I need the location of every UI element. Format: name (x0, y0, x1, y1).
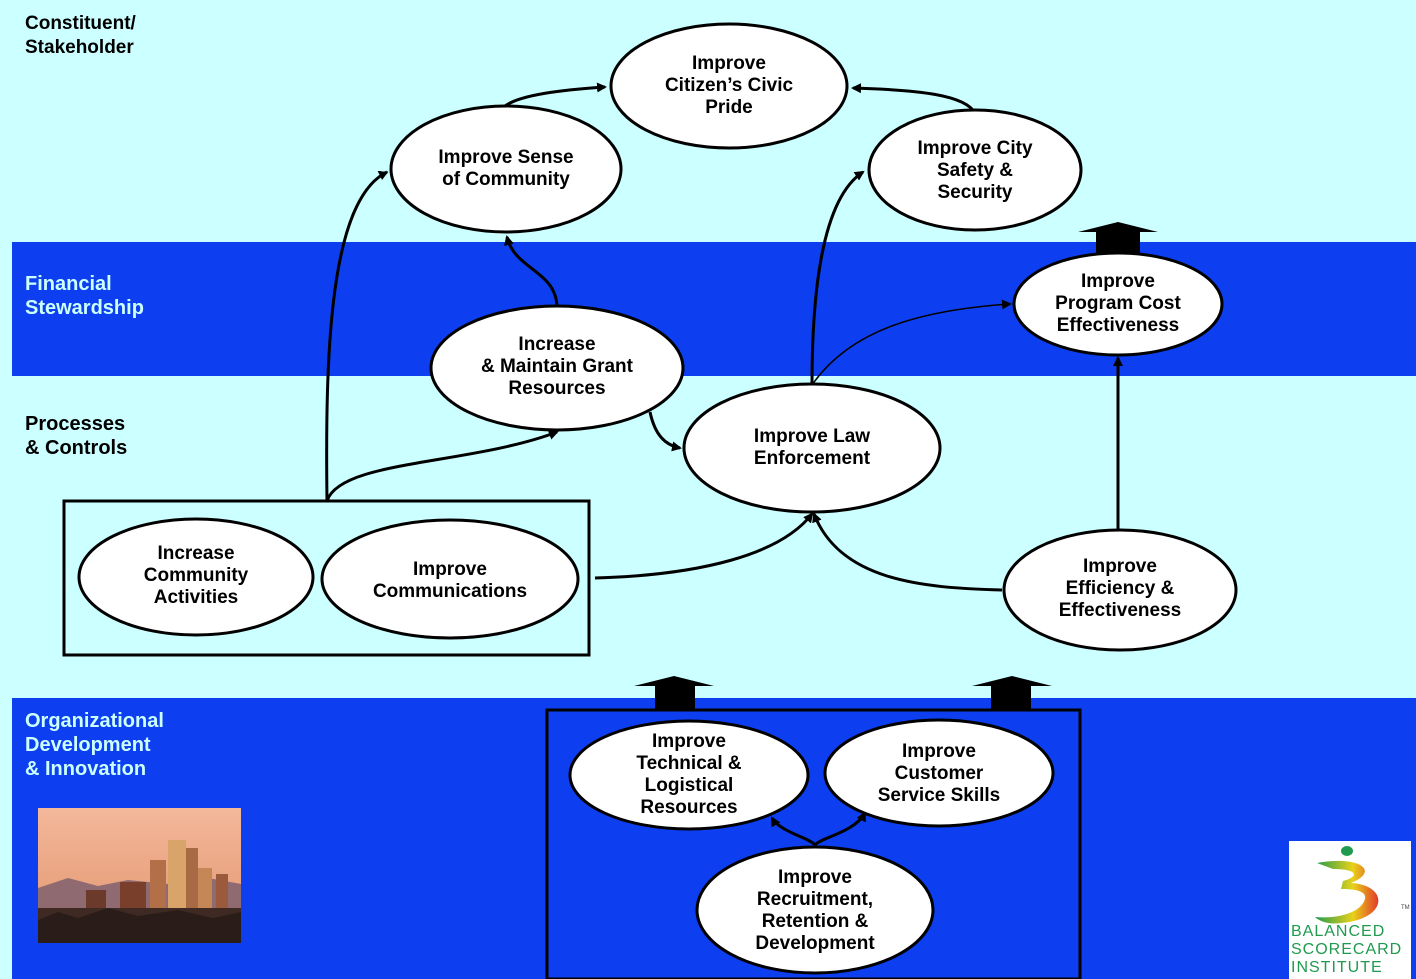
logo-text: BALANCED SCORECARD INSTITUTE (1291, 923, 1403, 976)
block-arrow-technical (634, 676, 714, 710)
ellipse-program-cost (1012, 251, 1224, 357)
ellipse-customer-service (823, 718, 1055, 828)
node-program-cost: Improve Program Cost Effectiveness (1055, 271, 1181, 336)
node-recruitment: Improve Recruitment, Retention & Develop… (755, 867, 875, 954)
ellipse-sense-of-community (389, 104, 623, 234)
ellipse-grant-resources (429, 304, 685, 432)
node-city-safety: Improve City Safety & Security (917, 138, 1033, 203)
arrow-efficiency-to-law (812, 512, 1003, 592)
logo-swoosh-icon (1315, 846, 1379, 924)
ellipse-community-activities (77, 517, 315, 637)
ellipse-communications (320, 518, 580, 640)
node-customer-service: Improve Customer Service Skills (877, 741, 1001, 806)
ellipse-technical-resources (568, 719, 810, 831)
lane-label-financial: Financial Stewardship (25, 273, 144, 319)
ellipse-efficiency (1002, 528, 1238, 652)
arrow-recruit-to-technical (770, 816, 817, 847)
node-sense-of-community: Improve Sense of Community (438, 147, 574, 190)
node-grant-resources: Increase & Maintain Grant Resources (480, 334, 633, 399)
arrow-group-to-sense (325, 170, 389, 502)
ellipse-recruitment (695, 845, 935, 975)
ellipse-law-enforcement (682, 382, 942, 514)
arrow-recruit-to-customer (813, 811, 867, 847)
node-efficiency: Improve Efficiency & Effectiveness (1058, 556, 1182, 621)
arrow-law-to-safety (810, 170, 865, 386)
node-civic-pride: Improve Citizen’s Civic Pride (664, 53, 794, 118)
arrow-law-to-program (811, 299, 1012, 386)
arrow-comm-to-law (594, 512, 814, 580)
logo-tm: TM (1401, 905, 1410, 911)
arrow-grant-to-law (648, 411, 682, 452)
ellipse-city-safety (867, 108, 1083, 232)
organizational-group-box (545, 708, 1082, 979)
arrow-group-to-grant (325, 430, 559, 502)
block-arrow-customer (972, 676, 1052, 710)
lane-label-organizational: Organizational Development & Innovation (25, 710, 164, 780)
node-community-activities: Increase Community Activities (143, 543, 249, 608)
lane-label-processes: Processes & Controls (25, 413, 128, 459)
city-skyline-photo (38, 808, 241, 943)
ellipse-civic-pride (609, 22, 849, 150)
balanced-scorecard-institute-logo: TM BALANCED SCORECARD INSTITUTE (1289, 841, 1411, 979)
node-law-enforcement: Improve Law Enforcement (753, 426, 871, 469)
lane-label-constituent: Constituent/ Stakeholder (25, 13, 136, 58)
arrow-safety-to-pride (851, 83, 977, 114)
arrow-grant-to-sense (504, 235, 559, 307)
arrow-sense-to-pride (504, 82, 607, 108)
node-technical-resources: Improve Technical & Logistical Resources (636, 731, 742, 818)
node-communications: Improve Communications (372, 559, 528, 602)
